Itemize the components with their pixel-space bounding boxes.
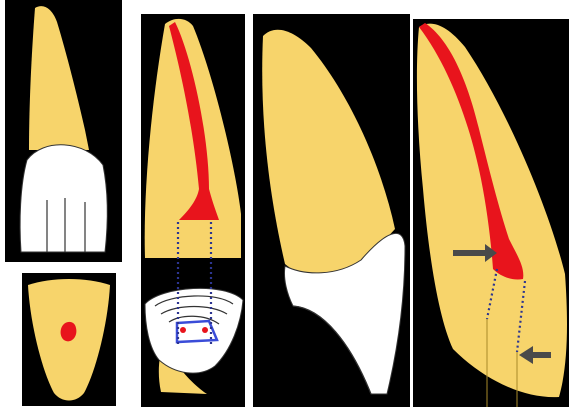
pulp-dissection-panel xyxy=(141,14,245,407)
root xyxy=(29,6,89,150)
proximal-canal-panel xyxy=(413,19,569,407)
root xyxy=(262,30,395,275)
cross-section-drawing xyxy=(22,273,116,406)
proximal-view-drawing xyxy=(253,14,410,407)
canal-dot xyxy=(180,327,186,333)
pulp-dissection-drawing xyxy=(141,14,245,407)
crown xyxy=(20,145,107,252)
proximal-view-panel xyxy=(253,14,410,407)
labial-view-panel xyxy=(5,0,122,262)
proximal-canal-drawing xyxy=(413,19,569,407)
cross-section-panel xyxy=(22,273,116,406)
canal-dot xyxy=(202,327,208,333)
labial-view-drawing xyxy=(5,0,122,262)
